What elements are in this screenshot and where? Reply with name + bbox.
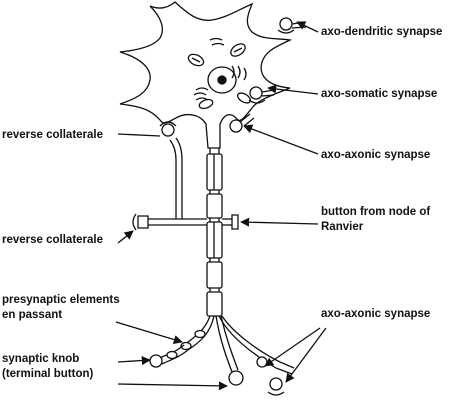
axo-dendritic-terminal [277, 17, 307, 34]
label-axo-somatic: axo-somatic synapse [321, 88, 437, 100]
reverse-collateral [159, 121, 183, 219]
label-knob-line1: synaptic knob [2, 353, 79, 365]
node-collateral [132, 213, 239, 231]
endoplasmic-reticulum [193, 37, 247, 101]
axon [206, 148, 223, 317]
nucleus [207, 66, 237, 94]
mitochondria [187, 43, 252, 110]
label-presynaptic-line2: en passant [2, 309, 62, 321]
label-button-node-line1: button from node of [321, 206, 430, 218]
label-axo-dendritic: axo-dendritic synapse [321, 26, 442, 38]
label-axo-axonic-bottom: axo-axonic synapse [321, 308, 430, 320]
label-reverse-collateral-mid: reverse collaterale [2, 234, 103, 246]
axon-branches [149, 315, 295, 396]
soma [119, 1, 293, 149]
label-axo-axonic-top: axo-axonic synapse [321, 149, 430, 161]
label-presynaptic-line1: presynaptic elements [2, 294, 120, 306]
axo-axonic-terminal-top [229, 113, 255, 133]
label-knob-line2: (terminal button) [2, 368, 94, 380]
label-reverse-collateral-top: reverse collaterale [2, 129, 103, 141]
label-button-node-line2: Ranvier [321, 221, 364, 233]
leader-arrows [115, 21, 327, 391]
